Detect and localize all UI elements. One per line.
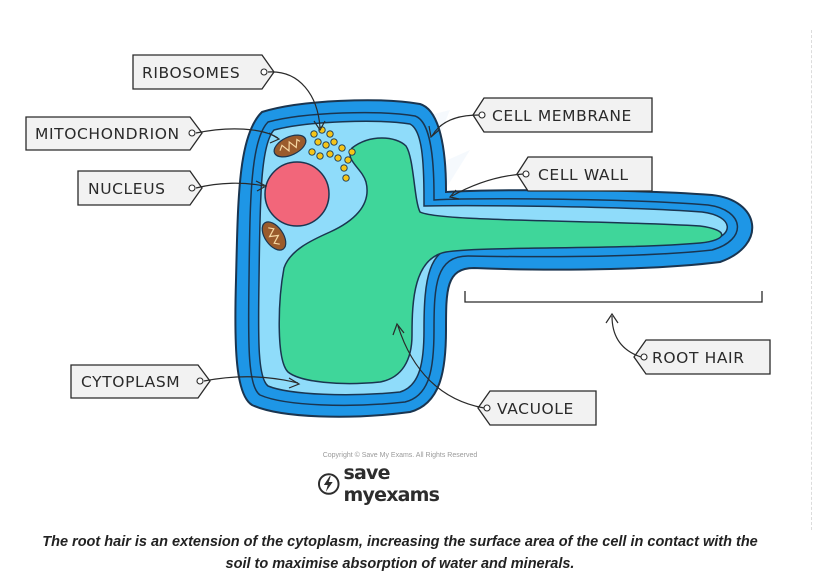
mitochondrion-1 [273,134,307,158]
svg-text:CELL WALL: CELL WALL [538,166,629,184]
page-edge-divider [811,30,812,530]
vacuole [278,137,723,385]
copyright-notice: Copyright © Save My Exams. All Rights Re… [322,452,478,459]
label-cytoplasm: CYTOPLASM [70,364,301,399]
caption-line-2: soil to maximise absorption of water and… [225,556,575,572]
label-cell-wall: CELL WALL [448,156,653,200]
mitochondrion-2 [261,221,287,251]
figure-caption: The root hair is an extension of the cyt… [0,531,800,575]
label-root-hair: ROOT HAIR [605,312,771,375]
lightning-icon [318,473,340,495]
label-mitochondrion: MITOCHONDRION [25,116,281,151]
nucleus [264,161,330,227]
label-ribosomes: RIBOSOMES [132,54,326,132]
svg-text:VACUOLE: VACUOLE [497,400,574,418]
root-hair-bracket [464,291,763,303]
svg-text:RIBOSOMES: RIBOSOMES [142,64,240,82]
caption-line-1: The root hair is an extension of the cyt… [42,534,758,550]
label-nucleus: NUCLEUS [77,170,268,206]
svg-text:CELL MEMBRANE: CELL MEMBRANE [492,107,632,125]
svg-text:ROOT HAIR: ROOT HAIR [652,349,745,367]
brand-wordmark: save myexams [343,462,440,506]
label-cell-membrane: CELL MEMBRANE [428,97,653,139]
brand-logo: save myexams [318,462,488,506]
svg-text:NUCLEUS: NUCLEUS [88,180,166,198]
svg-text:CYTOPLASM: CYTOPLASM [81,373,180,391]
label-vacuole: VACUOLE [392,322,597,426]
svg-text:MITOCHONDRION: MITOCHONDRION [35,125,180,143]
